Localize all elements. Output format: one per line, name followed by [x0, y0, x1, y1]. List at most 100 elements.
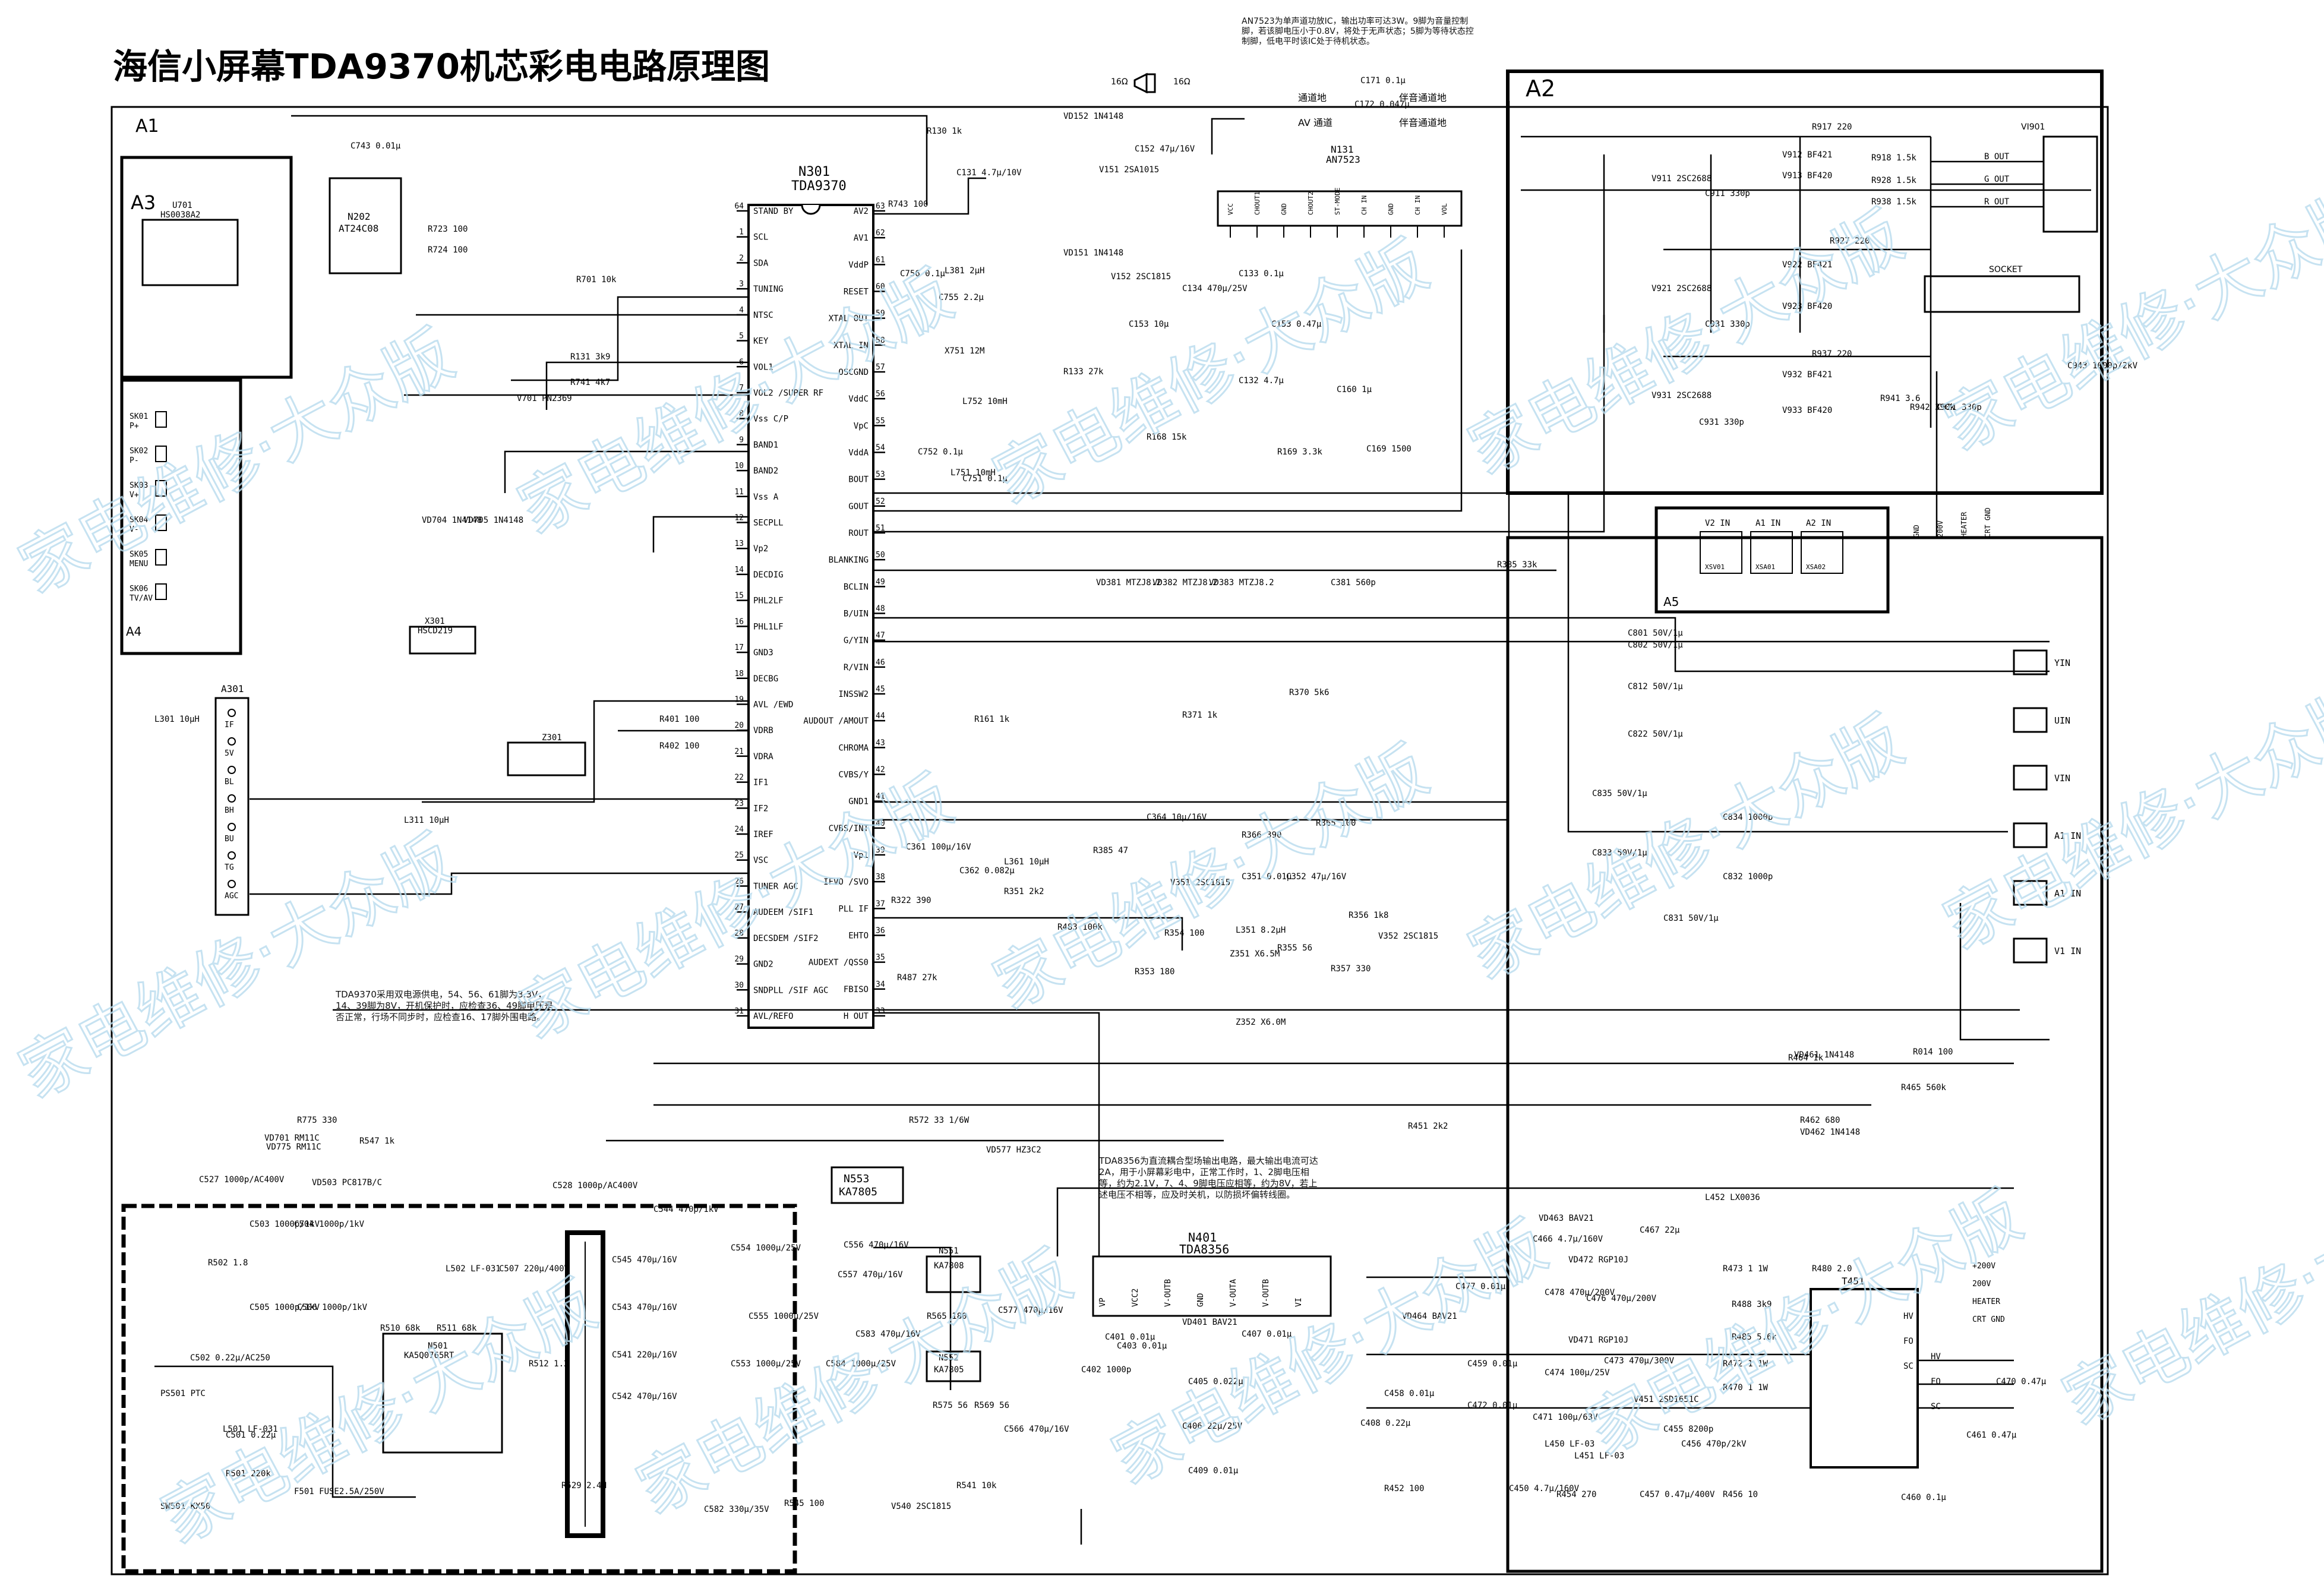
flyback-bus-label: HV	[1931, 1352, 1941, 1362]
frame-a4	[120, 378, 242, 655]
av-board-ref: XSV01	[1705, 563, 1725, 571]
pin-number: 30	[734, 981, 744, 990]
component-label: C834 1000p	[1723, 813, 1773, 822]
watermark-text: 家电维修·大众版	[1932, 173, 2324, 465]
component-label: C541 220μ/16V	[612, 1350, 677, 1360]
component-label: C943 1000p/2kV	[2067, 361, 2138, 371]
pin-name: GND2	[753, 960, 773, 970]
component-label: C554 1000μ/25V	[731, 1243, 801, 1253]
tuner-pin-dot	[228, 823, 236, 831]
component-label: R351 2k2	[1004, 887, 1044, 896]
pin-number: 31	[734, 1007, 744, 1016]
component-label: C743 0.01μ	[351, 141, 401, 151]
component-label: V911 2SC2688	[1652, 174, 1712, 184]
av-board-label: V2 IN	[1705, 519, 1730, 528]
ic-n202-part: AT24C08	[339, 223, 378, 234]
pin-number: 22	[734, 773, 744, 782]
component-label: VD464 BAV21	[1402, 1312, 1457, 1321]
ic-n552-ref: N552	[939, 1353, 959, 1363]
component-label: R353 180	[1135, 967, 1174, 977]
tda8356-pin-name: VP	[1098, 1297, 1107, 1307]
component-label: R366 390	[1242, 831, 1281, 840]
pin-name: VpC	[854, 421, 869, 431]
component-label: L452 LX0036	[1705, 1193, 1760, 1202]
pin-name: AUDEEM /SIF1	[753, 908, 813, 917]
key-ref: SK02	[130, 447, 148, 456]
key-panel: SK01P+SK02P-SK03V+SK04V-SK05MENUSK06TV/A…	[130, 411, 167, 603]
component-label: C456 470p/2kV	[1681, 1439, 1747, 1449]
component-label: VD462 1N4148	[1800, 1128, 1860, 1137]
tuner-pin-dot	[228, 880, 236, 888]
component-label: L751 10mH	[951, 468, 996, 478]
component-label: C169 1500	[1366, 444, 1412, 454]
component-label: V151 2SA1015	[1099, 165, 1159, 175]
pin-number: 38	[876, 873, 885, 882]
pin-name: ROUT	[848, 529, 869, 538]
ic-n553-part: KA7805	[839, 1186, 877, 1198]
pin-number: 13	[734, 539, 744, 548]
component-label: VD775 RM11C	[266, 1142, 321, 1152]
pin-name: STAND BY	[753, 207, 794, 216]
key-label: V+	[130, 491, 139, 500]
pin-number: 19	[734, 695, 744, 704]
pin-number: 50	[876, 551, 885, 560]
component-label: C832 1000p	[1723, 872, 1773, 882]
component-label: R472 1 1W	[1723, 1359, 1768, 1369]
component-label: C474 100μ/25V	[1545, 1368, 1610, 1378]
ic-n202-ref: N202	[348, 211, 371, 222]
component-label: R724 100	[428, 245, 468, 255]
key-switch	[155, 549, 167, 566]
pin-name: IFVO /SVO	[823, 877, 869, 887]
component-label: C501 0.22μ	[226, 1431, 276, 1440]
pin-number: 53	[876, 471, 885, 479]
pin-number: 24	[734, 825, 744, 834]
component-label: R501 220k	[226, 1469, 271, 1479]
component-label: L502 LF-031	[446, 1264, 501, 1274]
frame-a5	[1654, 506, 1890, 614]
component-label: VD471 RGP10J	[1568, 1335, 1628, 1345]
xs401-row: CRT GND	[1972, 1315, 2005, 1324]
component-label: C478 470μ/200V	[1545, 1288, 1615, 1297]
note-channel-right-1: 伴音通道地	[1399, 92, 1447, 103]
pin-name: B/UIN	[844, 610, 869, 619]
component-label: R937 220	[1812, 349, 1852, 359]
component-label: R723 100	[428, 225, 468, 234]
pin-name: BAND1	[753, 440, 778, 450]
pin-number: 29	[734, 955, 744, 964]
pin-number: 44	[876, 712, 885, 721]
component-label: C131 4.7μ/10V	[956, 168, 1022, 178]
frame-right-bus	[1506, 536, 2104, 1573]
watermark-text: 家电维修·大众版	[981, 732, 1439, 1024]
pin-number: 37	[876, 899, 885, 908]
pin-name: DECSDEM /SIF2	[753, 934, 819, 943]
pin-name: SDA	[753, 258, 769, 268]
pin-name: Vss C/P	[753, 415, 788, 424]
component-label: C459 0.01μ	[1467, 1359, 1518, 1369]
component-label: C802 50V/1μ	[1628, 640, 1683, 650]
tuner-pin-dot	[228, 709, 236, 717]
pin-number: 33	[876, 1007, 885, 1016]
pin-number: 57	[876, 363, 885, 372]
crt-output-label: G OUT	[1984, 175, 2010, 184]
component-label: R452 100	[1384, 1484, 1424, 1493]
pin-number: 26	[734, 877, 744, 886]
an7523-pin-name: CH IN	[1360, 195, 1368, 215]
component-label: L752 10mH	[962, 397, 1008, 406]
pin-number: 3	[739, 280, 744, 289]
pin-number: 59	[876, 310, 885, 318]
component-label: R462 680	[1800, 1116, 1840, 1125]
component-label: C406 22μ/25V	[1182, 1422, 1243, 1431]
pin-name: VDRB	[753, 726, 773, 735]
component-label: C450 4.7μ/160V	[1509, 1484, 1580, 1493]
tuner-pin-name: AGC	[225, 892, 238, 901]
pin-name: SECPLL	[753, 519, 784, 528]
pin-number: 2	[739, 254, 744, 263]
av-jack	[2013, 937, 2048, 964]
pin-number: 58	[876, 336, 885, 345]
pin-number: 52	[876, 497, 885, 506]
pin-number: 60	[876, 283, 885, 292]
an7523-pin-name: GND	[1280, 203, 1288, 215]
crt-socket: SOCKET VI901	[1924, 122, 2098, 313]
